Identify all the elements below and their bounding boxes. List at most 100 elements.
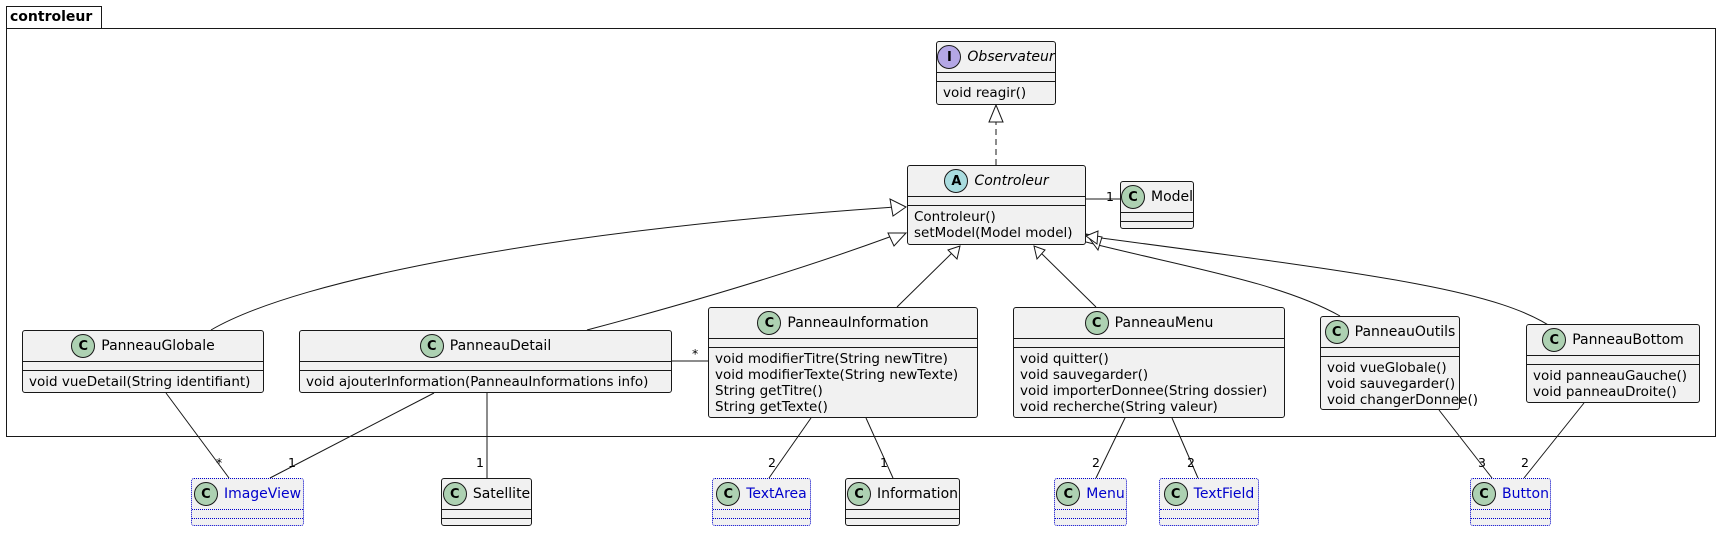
multiplicity-label: 2 <box>1521 455 1529 470</box>
class-methods <box>846 518 959 527</box>
class-icon: C <box>442 482 467 506</box>
class-icon: C <box>846 482 871 506</box>
class-methods <box>1471 518 1550 527</box>
class-model: C Model <box>1120 181 1194 229</box>
class-name: Observateur <box>967 49 1055 65</box>
class-name: Model <box>1150 189 1194 205</box>
class-name: PanneauInformation <box>787 315 929 331</box>
class-fields <box>442 509 531 518</box>
generalization-panneaubottom <box>1085 235 1557 331</box>
class-name: Information <box>876 486 959 502</box>
class-name: PanneauOutils <box>1354 324 1456 340</box>
class-fields <box>1014 338 1284 347</box>
class-icon: C <box>1120 185 1145 209</box>
method: void ajouterInformation(PanneauInformati… <box>306 374 649 390</box>
association-menu-menu <box>1095 417 1126 479</box>
class-fields <box>846 509 959 518</box>
class-fields <box>23 361 263 370</box>
multiplicity-label: * <box>216 455 223 470</box>
method: void quitter() <box>1020 351 1109 367</box>
class-methods: void vueDetail(String identifiant) <box>23 370 263 394</box>
class-methods <box>1160 518 1258 527</box>
association-bottom-button <box>1523 402 1585 479</box>
multiplicity-label: 3 <box>1478 455 1486 470</box>
class-satellite: C Satellite <box>441 478 532 526</box>
class-methods: void vueGlobale() void sauvegarder() voi… <box>1321 356 1479 412</box>
class-methods <box>192 518 303 527</box>
generalization-panneauglobale <box>210 206 896 331</box>
class-name: TextField <box>1193 486 1255 502</box>
class-methods: void modifierTitre(String newTitre) void… <box>709 347 977 419</box>
method: void changerDonnee() <box>1327 392 1479 408</box>
class-textarea: C TextArea <box>712 478 811 526</box>
class-name: PanneauGlobale <box>101 338 215 354</box>
class-methods: void reagir() <box>937 81 1055 105</box>
class-icon: C <box>193 482 218 506</box>
generalization-arrowhead <box>887 232 908 247</box>
class-methods <box>1121 221 1193 230</box>
method: void modifierTexte(String newTexte) <box>715 367 959 383</box>
class-panneauinformation: C PanneauInformation void modifierTitre(S… <box>708 307 978 418</box>
multiplicity-label: 2 <box>1092 455 1100 470</box>
association-detail-imageview <box>269 392 435 479</box>
class-icon: C <box>757 311 782 335</box>
method: setModel(Model model) <box>914 225 1073 241</box>
method: void vueDetail(String identifiant) <box>29 374 251 390</box>
multiplicity-label: 1 <box>880 455 888 470</box>
class-icon: C <box>1542 328 1567 352</box>
generalization-panneaudetail <box>586 234 896 331</box>
abstract-class-icon: A <box>944 169 969 193</box>
method: String getTexte() <box>715 399 828 415</box>
method: void importerDonnee(String dossier) <box>1020 383 1268 399</box>
multiplicity-label: * <box>692 346 699 361</box>
class-fields <box>1527 355 1699 364</box>
package-tab: controleur <box>6 6 102 28</box>
method: void vueGlobale() <box>1327 360 1447 376</box>
method: void sauvegarder() <box>1327 376 1456 392</box>
multiplicity-label: 1 <box>1106 189 1114 204</box>
class-fields <box>1471 509 1550 518</box>
class-fields <box>1160 509 1258 518</box>
class-fields <box>709 338 977 347</box>
class-fields <box>908 196 1085 205</box>
class-fields <box>1121 212 1193 221</box>
generalization-panneauinformation <box>896 251 954 308</box>
association-outils-button <box>1438 409 1493 479</box>
association-globale-imageview <box>165 392 230 479</box>
method: void recherche(String valeur) <box>1020 399 1218 415</box>
generalization-panneaumenu <box>1039 251 1097 308</box>
class-methods <box>1055 518 1126 527</box>
class-name: Controleur <box>974 173 1049 189</box>
class-fields <box>937 72 1055 81</box>
generalization-arrowhead <box>889 198 907 217</box>
class-name: PanneauMenu <box>1114 315 1214 331</box>
class-icon: C <box>1084 311 1109 335</box>
method: void modifierTitre(String newTitre) <box>715 351 948 367</box>
method: void reagir() <box>943 85 1027 101</box>
multiplicity-label: 2 <box>768 455 776 470</box>
class-name: Menu <box>1086 486 1125 502</box>
class-icon: C <box>71 334 96 358</box>
method: void sauvegarder() <box>1020 367 1149 383</box>
class-name: PanneauDetail <box>449 338 552 354</box>
class-panneaumenu: C PanneauMenu void quitter() void sauvega… <box>1013 307 1285 418</box>
multiplicity-label: 1 <box>476 455 484 470</box>
class-fields <box>1055 509 1126 518</box>
class-panneaudetail: C PanneauDetail void ajouterInformation(P… <box>299 330 672 393</box>
class-icon: C <box>716 482 741 506</box>
class-fields <box>1321 347 1459 356</box>
class-name: TextArea <box>746 486 807 502</box>
package-controleur <box>6 28 1716 437</box>
multiplicity-label: 1 <box>288 455 296 470</box>
class-name: Satellite <box>472 486 531 502</box>
class-icon: C <box>419 334 444 358</box>
method: String getTitre() <box>715 383 823 399</box>
class-information: C Information <box>845 478 960 526</box>
